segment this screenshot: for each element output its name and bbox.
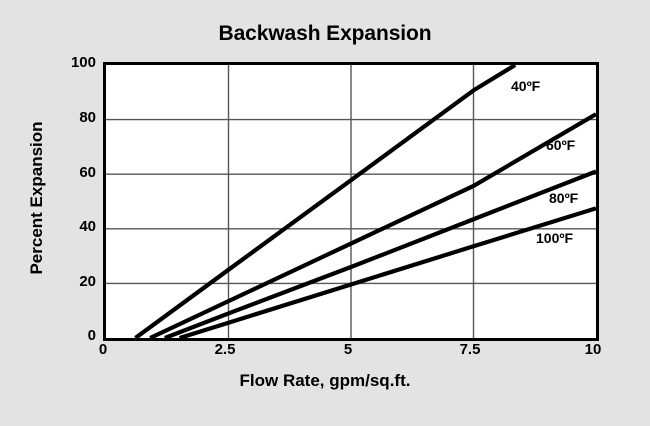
series-label-40f: 40ºF	[511, 78, 541, 94]
x-tick-2-5: 2.5	[214, 341, 236, 358]
chart-title: Backwash Expansion	[218, 22, 432, 45]
plot-svg	[106, 65, 596, 338]
y-tick-100: 100	[70, 54, 96, 71]
data-lines	[134, 65, 596, 338]
y-axis-tick-labels: 100 80 60 40 20 0	[46, 0, 96, 426]
y-tick-20: 20	[79, 273, 96, 290]
x-tick-0: 0	[98, 341, 108, 358]
y-tick-0: 0	[87, 327, 96, 344]
series-line-80f	[164, 169, 596, 338]
series-label-80f: 80ºF	[549, 190, 579, 206]
plot-area: 40ºF 60ºF 80ºF 100ºF	[103, 62, 599, 341]
y-tick-40: 40	[79, 218, 96, 235]
x-tick-7-5: 7.5	[459, 341, 481, 358]
series-label-60f: 60ºF	[546, 137, 576, 153]
y-tick-80: 80	[79, 109, 96, 126]
gridlines	[106, 65, 596, 338]
x-tick-5: 5	[343, 341, 353, 358]
series-label-100f: 100ºF	[536, 230, 574, 246]
x-axis-title: Flow Rate, gpm/sq.ft.	[239, 371, 411, 390]
series-line-60f	[149, 112, 596, 338]
series-line-40f	[134, 65, 517, 338]
x-tick-10: 10	[584, 341, 602, 358]
y-tick-60: 60	[79, 164, 96, 181]
series-line-100f	[178, 206, 596, 338]
y-axis-title: Percent Expansion	[27, 121, 46, 275]
